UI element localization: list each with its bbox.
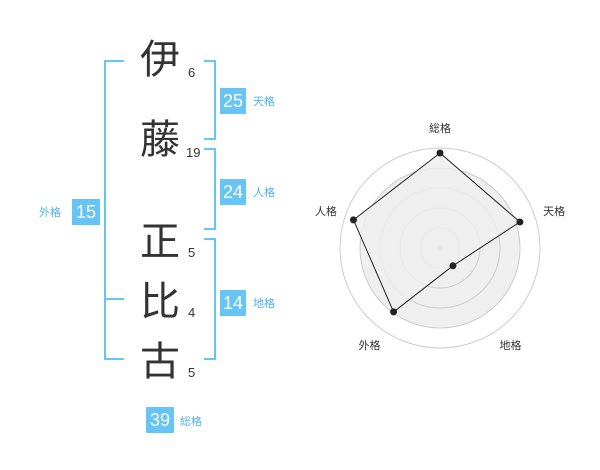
radar-axis-label: 天格 <box>543 204 565 218</box>
stroke-count-4: 4 <box>188 305 196 320</box>
jinkaku-label: 人格 <box>253 186 275 199</box>
radar-axis-label: 人格 <box>315 204 337 218</box>
gaikaku-value: 15 <box>72 199 100 225</box>
jinkaku-bracket <box>204 148 216 230</box>
radar-polygon <box>352 152 521 313</box>
radar-point <box>449 262 457 270</box>
radar-point <box>516 218 524 226</box>
radar-point <box>390 308 398 316</box>
chikaku-label: 地格 <box>253 297 275 310</box>
chikaku-bracket <box>204 238 216 360</box>
stroke-count-1: 6 <box>188 65 196 80</box>
chikaku-value: 14 <box>220 290 246 316</box>
soukaku-value: 39 <box>146 407 174 433</box>
name-char-5: 古 <box>140 339 180 385</box>
name-char-4: 比 <box>140 279 180 325</box>
tenkaku-bracket <box>204 60 216 140</box>
soukaku-label: 総格 <box>180 415 202 428</box>
radar-point <box>436 149 444 157</box>
radar-axis-label: 地格 <box>500 338 522 352</box>
gaikaku-bracket <box>104 60 124 360</box>
stroke-count-3: 5 <box>188 245 196 260</box>
radar-point <box>349 216 357 224</box>
tenkaku-value: 25 <box>220 88 246 114</box>
stroke-count-5: 5 <box>188 365 196 380</box>
name-char-3: 正 <box>140 219 180 265</box>
name-char-1: 伊 <box>140 37 180 83</box>
bracket-divider <box>104 298 124 300</box>
radar-axis-label: 総格 <box>429 121 451 135</box>
radar-axis-label: 外格 <box>358 338 380 352</box>
radar-ring <box>339 147 541 349</box>
tenkaku-label: 天格 <box>253 95 275 108</box>
name-char-2: 藤 <box>140 117 180 163</box>
stroke-count-2: 19 <box>186 145 201 160</box>
jinkaku-value: 24 <box>220 179 246 205</box>
gaikaku-label: 外格 <box>39 206 61 219</box>
